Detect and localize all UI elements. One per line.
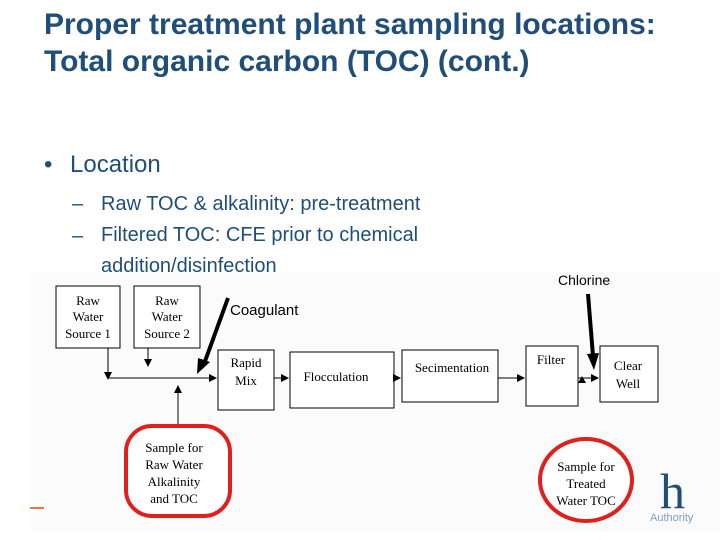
subbullet-raw-toc: – Raw TOC & alkalinity: pre-treatment <box>44 188 514 220</box>
bullet-list: • Location – Raw TOC & alkalinity: pre-tr… <box>44 150 514 282</box>
chlorine-arrow-shaft <box>586 293 595 357</box>
subbullet-filtered-toc-text: Filtered TOC: CFE prior to chemical addi… <box>101 224 419 277</box>
raw-sample-line-4: and TOC <box>150 491 198 506</box>
bullet-dot: • <box>44 151 53 178</box>
raw2-line-1: Raw <box>155 293 179 308</box>
treated-sample-line-2: Treated <box>566 476 606 491</box>
raw2-line-2: Water <box>152 309 183 324</box>
clear-well-line-2: Well <box>616 376 641 391</box>
logo-letter: h <box>660 463 685 519</box>
raw1-line-1: Raw <box>76 293 100 308</box>
raw1-line-2: Water <box>73 309 104 324</box>
coagulant-arrow-shaft <box>202 297 230 365</box>
coagulant-label: Coagulant <box>230 302 299 319</box>
bullet-location: • Location <box>44 150 514 180</box>
sedimentation-box: Secimentation <box>401 349 499 403</box>
subbullet-filtered-toc: – Filtered TOC: CFE prior to chemical ad… <box>44 220 514 282</box>
raw-sample-line-1: Sample for <box>145 440 203 455</box>
rapid-mix-line-1: Rapid <box>230 355 262 370</box>
rapid-mix-line-2: Mix <box>235 373 257 388</box>
subbullet-dash: – <box>72 193 84 215</box>
raw-water-source-2-box: Raw Water Source 2 <box>133 285 201 349</box>
coagulant-arrowhead <box>197 358 210 374</box>
slide-title: Proper treatment plant sampling location… <box>44 8 656 78</box>
rapid-mix-box: Rapid Mix <box>217 349 275 411</box>
filter-tap-icon <box>578 376 586 383</box>
chlorine-arrowhead <box>587 353 599 370</box>
source1-arrowhead <box>104 372 112 380</box>
filter-box: Filter <box>525 345 579 407</box>
treated-water-sample-point: Sample for Treated Water TOC <box>538 437 634 523</box>
filter-label: Filter <box>537 352 566 367</box>
raw2-line-3: Source 2 <box>144 326 190 341</box>
treated-sample-line-3: Water TOC <box>556 493 616 508</box>
raw-water-sample-point: Sample for Raw Water Alkalinity and TOC <box>124 424 232 518</box>
logo-text: Authority <box>650 512 694 524</box>
raw-sample-line-3: Alkalinity <box>148 474 201 489</box>
treated-sample-line-1: Sample for <box>557 459 615 474</box>
bullet-location-text: Location <box>70 151 161 178</box>
raw-sample-line-2: Raw Water <box>145 457 203 472</box>
flocculation-label: Flocculation <box>304 369 369 384</box>
raw1-line-3: Source 1 <box>65 326 111 341</box>
subbullet-dash: – <box>72 225 84 247</box>
sedimentation-label: Secimentation <box>415 360 490 375</box>
clear-well-line-1: Clear <box>614 358 643 373</box>
raw-water-source-1-box: Raw Water Source 1 <box>55 285 121 349</box>
chlorine-label: Chlorine <box>558 272 610 288</box>
flocculation-box: Flocculation <box>289 351 395 409</box>
subbullet-raw-toc-text: Raw TOC & alkalinity: pre-treatment <box>101 193 421 215</box>
clear-well-box: Clear Well <box>599 345 659 403</box>
